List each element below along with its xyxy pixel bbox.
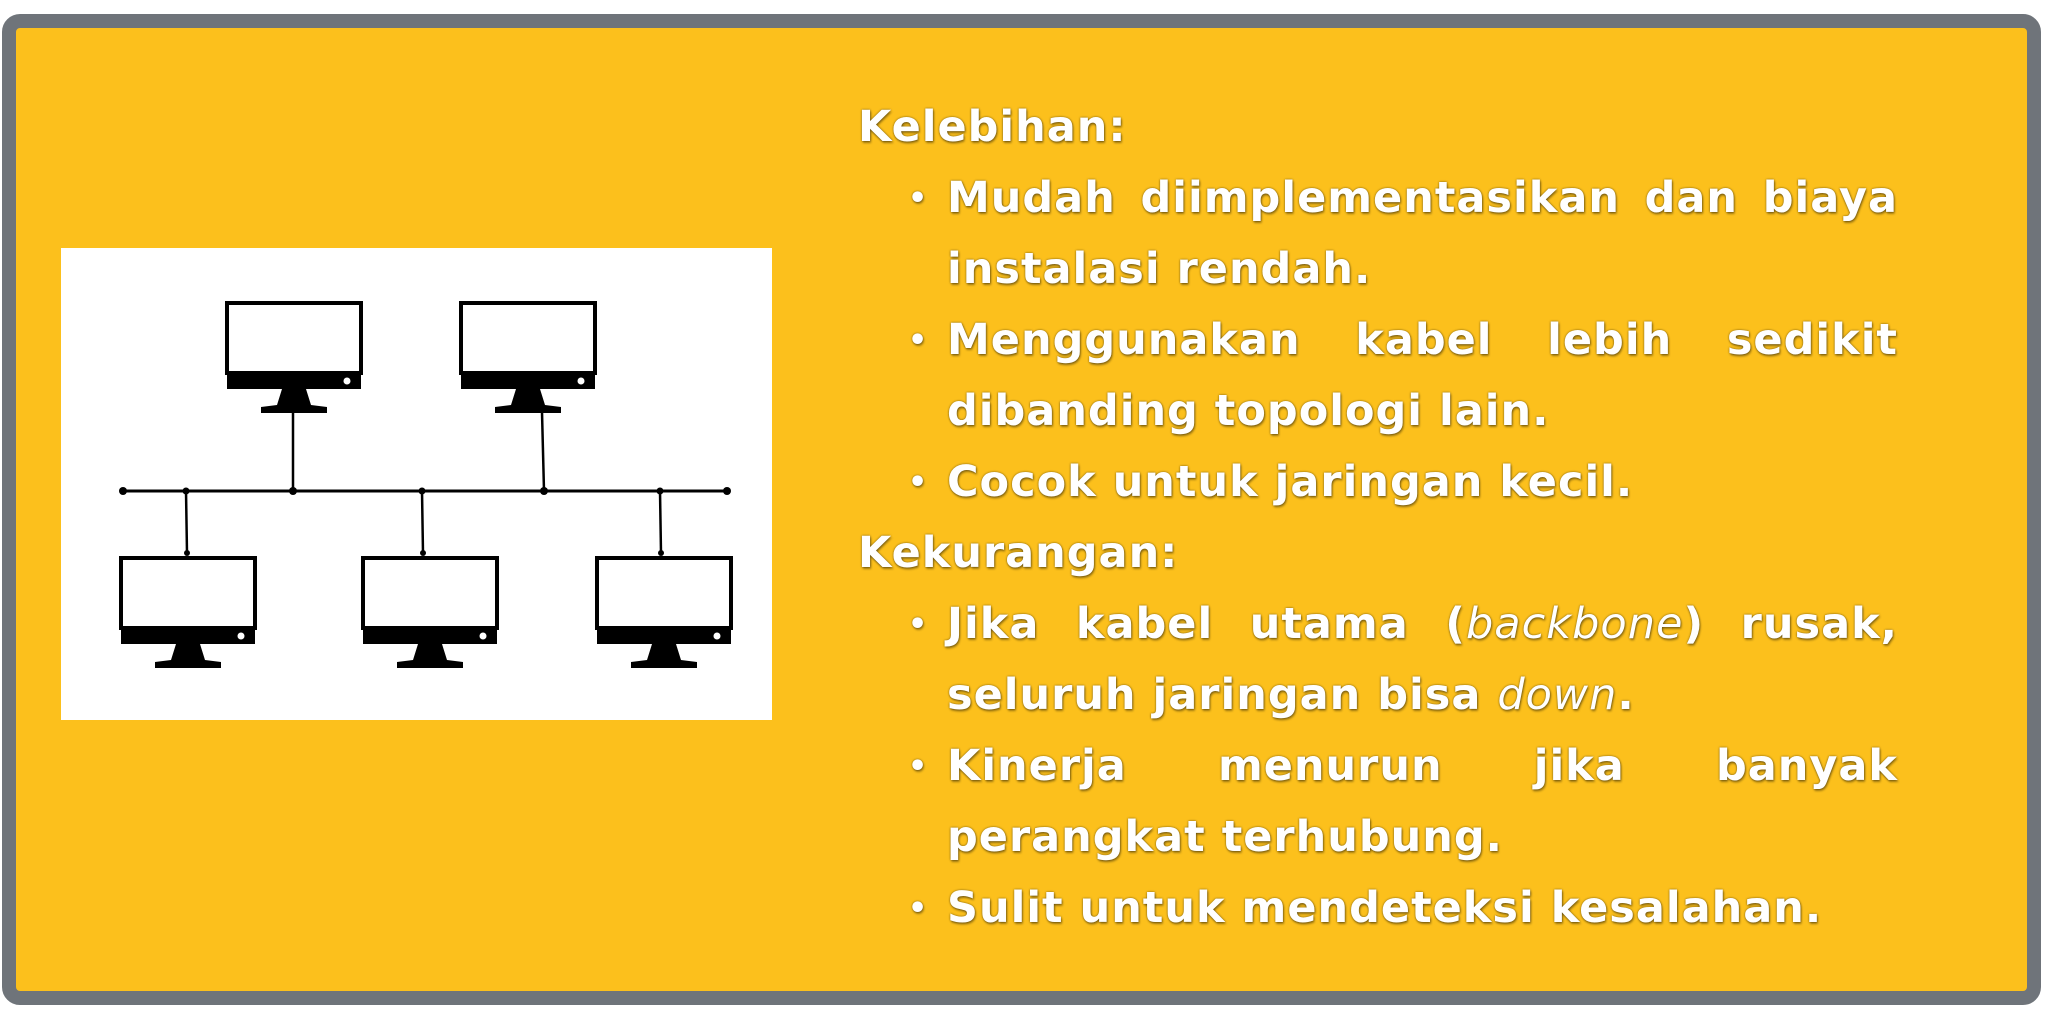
monitor-icon [595,556,733,670]
bullet-icon: • [908,891,929,926]
advantages-item: • Cocok untuk jaringan kecil. [858,447,1898,518]
tap-point [420,550,426,556]
terminator-left [119,487,127,495]
topology-text: Kelebihan: • Mudah diimplementasikan dan… [858,92,1898,944]
disadvantages-list: • Jika kabel utama (backbone) rusak, sel… [858,589,1898,944]
bullet-icon: • [908,607,929,642]
bullet-icon: • [908,323,929,358]
advantages-list: • Mudah diimplementasikan dan biaya inst… [858,163,1898,518]
tap-point [184,550,190,556]
tap-point [658,550,664,556]
monitor-icon [119,556,257,670]
bullet-icon: • [908,749,929,784]
advantages-item-text: Menggunakan kabel lebih sedikit dibandin… [947,315,1898,436]
disadvantages-item-text-part: ) rusak, seluruh jaringan bisa [947,599,1899,720]
advantages-heading: Kelebihan: [858,102,1127,152]
terminator-right [723,487,731,495]
monitor-icon [225,301,363,415]
drop-cable [420,490,425,554]
tap-point [289,487,297,495]
disadvantages-item: • Kinerja menurun jika banyak perangkat … [858,731,1898,873]
bus-topology-svg [119,301,733,670]
monitor-icon [361,556,499,670]
disadvantages-item: • Sulit untuk mendeteksi kesalahan. [858,873,1898,944]
advantages-item: • Mudah diimplementasikan dan biaya inst… [858,163,1898,305]
drop-cable [540,411,546,492]
disadvantages-heading: Kekurangan: [858,528,1179,578]
tap-point [418,487,426,495]
disadvantages-item-text-part: . [1617,670,1635,720]
advantages-item-text: Mudah diimplementasikan dan biaya instal… [947,173,1898,294]
bus-topology-diagram [61,248,772,720]
monitor-icon [459,301,597,415]
drop-cable [184,490,189,554]
bullet-icon: • [908,465,929,500]
disadvantages-item-emphasis: backbone [1465,599,1684,649]
advantages-item-text: Cocok untuk jaringan kecil. [947,457,1634,507]
advantages-item: • Menggunakan kabel lebih sedikit diband… [858,305,1898,447]
bullet-icon: • [908,181,929,216]
disadvantages-item-text-part: Jika kabel utama ( [947,599,1466,649]
tap-point [182,487,190,495]
disadvantages-item-text: Sulit untuk mendeteksi kesalahan. [947,883,1823,933]
disadvantages-item: • Jika kabel utama (backbone) rusak, sel… [858,589,1898,731]
tap-point [656,487,664,495]
disadvantages-item-text: Kinerja menurun jika banyak perangkat te… [947,741,1898,862]
drop-cable [658,490,663,554]
disadvantages-item-emphasis: down [1497,670,1618,720]
tap-point [540,487,548,495]
